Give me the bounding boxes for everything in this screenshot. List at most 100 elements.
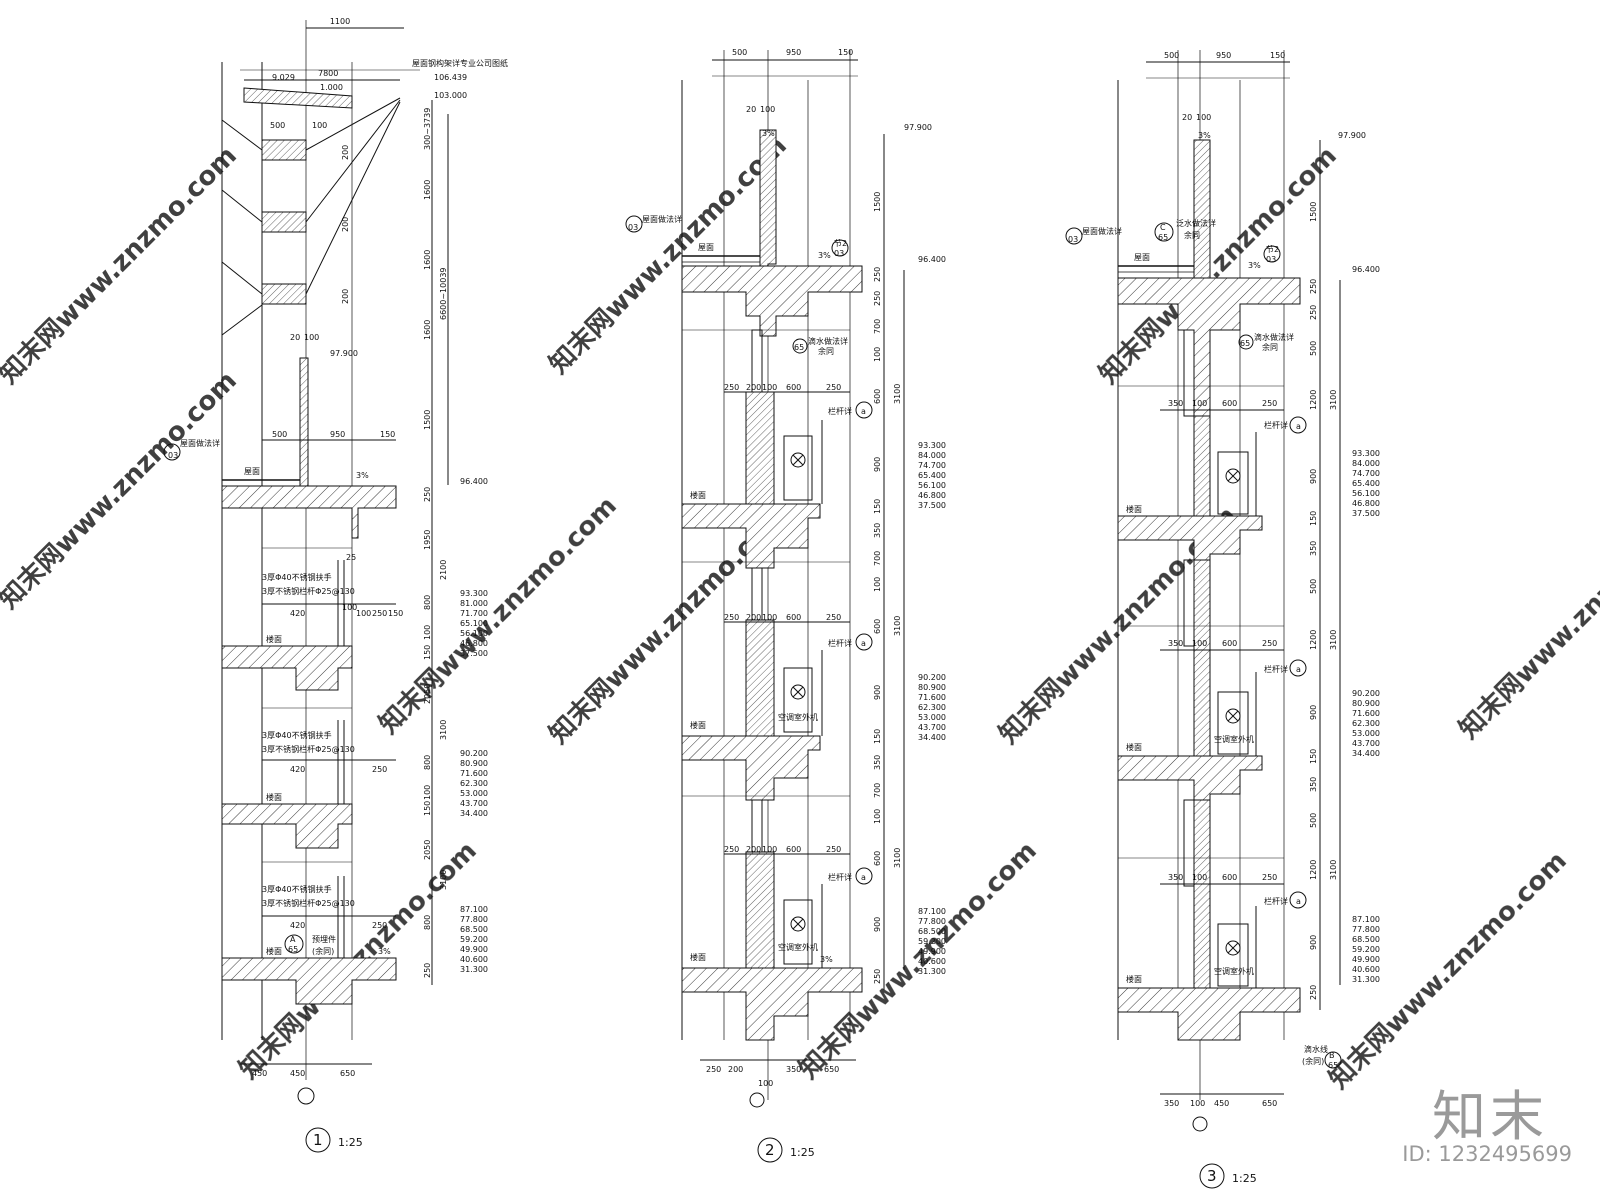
dim-text: 650 bbox=[824, 1065, 839, 1074]
railing-ref: 栏杆详 bbox=[828, 872, 852, 882]
detail-number: 2 bbox=[765, 1141, 775, 1159]
dim-text: 100 bbox=[312, 121, 327, 130]
railing-note: 3厚不锈钢栏杆Φ25@130 bbox=[262, 898, 355, 908]
dim-text: 900 bbox=[1309, 935, 1318, 950]
level-text: 53.000 bbox=[918, 713, 946, 722]
dim-text: 250 bbox=[826, 845, 841, 854]
dim-text: 2050 bbox=[423, 840, 432, 860]
dim-text: 200 bbox=[341, 145, 350, 160]
ref-sheet: 03 bbox=[1068, 235, 1078, 244]
level-text: 97.900 bbox=[1338, 131, 1366, 140]
railing-ref-id: a bbox=[861, 639, 866, 648]
level-list-3: 87.100 77.800 68.500 59.200 49.900 40.60… bbox=[1352, 915, 1380, 984]
level-text: 74.700 bbox=[1352, 469, 1380, 478]
level-text: 46.800 bbox=[918, 491, 946, 500]
dim-text: 600 bbox=[873, 619, 882, 634]
slope-text: 3% bbox=[1198, 131, 1211, 140]
level-text: 65.400 bbox=[918, 471, 946, 480]
level-text: 40.600 bbox=[1352, 965, 1380, 974]
dim-text: 100 bbox=[762, 845, 777, 854]
c-ref-note2: 余同 bbox=[1184, 230, 1200, 240]
dim-text: 300~3739 bbox=[423, 108, 432, 150]
dim-text: 100 bbox=[760, 105, 775, 114]
dim-text: 600 bbox=[1222, 639, 1237, 648]
floor-label: 楼面 bbox=[266, 792, 282, 802]
level-text: 96.400 bbox=[1352, 265, 1380, 274]
ref-circle-text: 节2 bbox=[834, 239, 847, 248]
dim-text: 200 bbox=[341, 289, 350, 304]
railing-ref: 栏杆详 bbox=[1264, 420, 1288, 430]
drain-note: 滴水线 bbox=[1304, 1044, 1328, 1054]
level-text: 90.200 bbox=[1352, 689, 1380, 698]
detail-2-labels: 500 950 150 20 100 3% 97.900 屋面做法详 03 屋面… bbox=[628, 48, 946, 1159]
level-text: 37.500 bbox=[918, 501, 946, 510]
ref-sheet: 03 bbox=[834, 249, 844, 258]
drip-ref2: 余同 bbox=[1262, 342, 1278, 352]
ac-label: 空调室外机 bbox=[1214, 966, 1254, 976]
dim-text: 700 bbox=[873, 551, 882, 566]
dim-text: 100 bbox=[762, 613, 777, 622]
dim-text: 1.000 bbox=[320, 83, 343, 92]
level-text: 96.400 bbox=[918, 255, 946, 264]
dim-text: 200 bbox=[341, 217, 350, 232]
dim-text: 3100 bbox=[439, 870, 448, 890]
roof-ref-note: 屋面做法详 bbox=[642, 214, 682, 224]
dim-text: 420 bbox=[290, 609, 305, 618]
handrail-note: 3厚Φ40不锈钢扶手 bbox=[262, 884, 332, 894]
dim-text: 900 bbox=[1309, 469, 1318, 484]
dim-text: 150 bbox=[873, 499, 882, 514]
dim-text: 100 bbox=[873, 577, 882, 592]
dim-text: 250 bbox=[372, 921, 387, 930]
floor-label: 楼面 bbox=[1126, 974, 1142, 984]
slope-text: 3% bbox=[356, 471, 369, 480]
level-text: 37.500 bbox=[460, 649, 488, 658]
ref-sheet: 03 bbox=[168, 451, 178, 460]
level-text: 71.600 bbox=[460, 769, 488, 778]
dim-text: 250 bbox=[1309, 985, 1318, 1000]
level-text: 84.000 bbox=[918, 451, 946, 460]
dim-text: 900 bbox=[1309, 705, 1318, 720]
dim-text: 1500 bbox=[423, 410, 432, 430]
dim-text: 1600 bbox=[423, 250, 432, 270]
dim-text: 250 bbox=[724, 383, 739, 392]
railing-ref: 栏杆详 bbox=[1264, 664, 1288, 674]
railing-note: 3厚不锈钢栏杆Φ25@130 bbox=[262, 586, 355, 596]
dim-text: 500 bbox=[1309, 813, 1318, 828]
dim-text: 100 bbox=[304, 333, 319, 342]
roof-label: 屋面 bbox=[244, 467, 260, 476]
roof-label: 屋面 bbox=[698, 243, 714, 252]
ref-sheet: 03 bbox=[628, 223, 638, 232]
dim-text: 450 bbox=[1214, 1099, 1229, 1108]
level-text: 65.400 bbox=[1352, 479, 1380, 488]
detail-scale: 1:25 bbox=[790, 1146, 815, 1159]
dim-text: 350 bbox=[873, 523, 882, 538]
dim-text: 600 bbox=[1222, 399, 1237, 408]
slope-text: 3% bbox=[820, 955, 833, 964]
dim-text: 1200 bbox=[1309, 860, 1318, 880]
dim-text: 600 bbox=[1222, 873, 1237, 882]
level-text: 31.300 bbox=[918, 967, 946, 976]
roof-ref-note: 屋面做法详 bbox=[180, 438, 220, 448]
storey-height: 3100 bbox=[893, 848, 902, 868]
level-text: 80.900 bbox=[460, 759, 488, 768]
brand-logo: 知末 bbox=[1432, 1085, 1548, 1148]
dim-text: 150 bbox=[1309, 749, 1318, 764]
ac-label: 空调室外机 bbox=[778, 712, 818, 722]
level-text: 74.700 bbox=[918, 461, 946, 470]
ref-circle-text: 节2 bbox=[1266, 245, 1279, 254]
detail-number: 3 bbox=[1207, 1167, 1217, 1185]
level-text: 106.439 bbox=[434, 73, 467, 82]
detail-number: 1 bbox=[313, 1131, 323, 1149]
c-ref-note: 泛水做法详 bbox=[1176, 218, 1216, 228]
railing-ref: 栏杆详 bbox=[828, 638, 852, 648]
level-text: 77.800 bbox=[1352, 925, 1380, 934]
dim-text: 150 bbox=[423, 645, 432, 660]
level-text: 80.900 bbox=[1352, 699, 1380, 708]
dim-text: 500 bbox=[1309, 579, 1318, 594]
ref-circle bbox=[163, 443, 181, 461]
embed-note: 预埋件 bbox=[312, 934, 336, 944]
storey-height: 3100 bbox=[1329, 860, 1338, 880]
drain-ref: B bbox=[1329, 1051, 1335, 1060]
dim-text: 250 bbox=[423, 487, 432, 502]
dim-text: 800 bbox=[423, 915, 432, 930]
